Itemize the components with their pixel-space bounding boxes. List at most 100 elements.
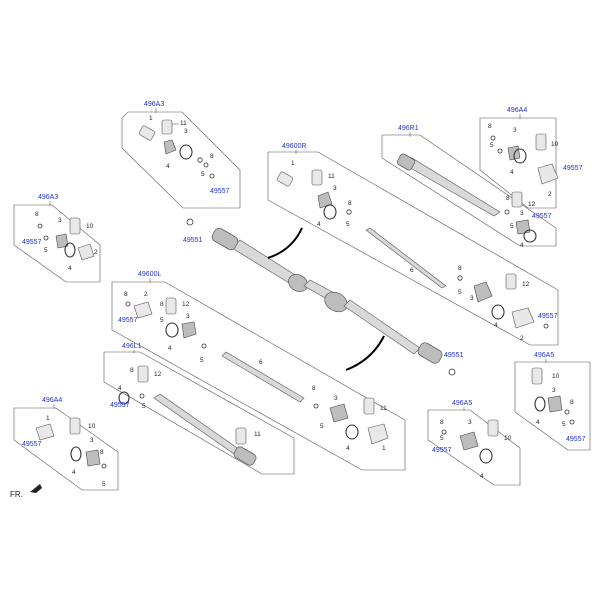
- part-number: 10: [504, 435, 512, 442]
- cv-housing-part: [547, 395, 563, 413]
- boot-part: [311, 169, 323, 186]
- ref-label: 49551: [183, 237, 203, 244]
- front-indicator: FR.: [10, 484, 42, 499]
- clip-part: [569, 419, 575, 425]
- cv-housing-part: [181, 321, 197, 339]
- clamp-ring: [523, 229, 537, 243]
- part-number: 5: [320, 423, 324, 430]
- boot-part: [363, 397, 375, 415]
- part-number: 10: [552, 373, 560, 380]
- ref-label: 49557: [110, 402, 130, 409]
- ref-label: 49557: [210, 188, 230, 195]
- clamp-ring: [491, 304, 505, 320]
- part-number: 5: [160, 317, 164, 324]
- clip-part: [490, 135, 496, 141]
- part-number: 8: [570, 399, 574, 406]
- cv-housing-part: [317, 191, 333, 209]
- ref-label: 49557: [538, 313, 558, 320]
- clip-part: [43, 235, 49, 241]
- part-number: 8: [506, 195, 510, 202]
- part-number: 6: [410, 267, 414, 274]
- part-number: 12: [528, 201, 536, 208]
- fr-label: FR.: [10, 490, 23, 499]
- cv-housing-part: [459, 431, 479, 451]
- clip-part: [504, 209, 510, 215]
- ref-label: 496A5: [452, 400, 472, 407]
- part-number: 4: [118, 385, 122, 392]
- ref-label: 496A3: [144, 101, 164, 108]
- ref-label: 49600R: [282, 143, 307, 150]
- part-number: 1: [149, 115, 153, 122]
- ref-label: 49551: [444, 352, 464, 359]
- group-496a5-bottom: 496A5 8 3 10 5 49557 4: [432, 400, 512, 480]
- clamp-ring: [479, 448, 493, 464]
- inner-joint-part: [288, 274, 308, 292]
- part-number: 4: [168, 345, 172, 352]
- clamp-ring: [534, 396, 546, 412]
- part-number: 11: [328, 173, 335, 180]
- part-number: 4: [536, 419, 540, 426]
- cv-housing-part: [163, 139, 177, 155]
- part-number: 8: [100, 449, 104, 456]
- part-number: 8: [440, 419, 444, 426]
- joint-part: [511, 307, 535, 329]
- group-assembled-shafts: 49551 49551: [183, 218, 464, 376]
- panel-496a5-bottom: [427, 409, 521, 486]
- joint-part: [276, 171, 294, 187]
- ref-label: 49600L: [138, 271, 161, 278]
- ref-label: 49557: [563, 165, 583, 172]
- clip-part: [457, 275, 463, 281]
- ref-label: 496A4: [42, 397, 62, 404]
- clamp-ring: [165, 322, 179, 338]
- part-number: 12: [522, 281, 530, 288]
- part-number: 10: [88, 423, 96, 430]
- part-number: 4: [520, 242, 524, 249]
- part-number: 8: [160, 301, 164, 308]
- part-number: 1: [46, 415, 50, 422]
- part-number: 4: [68, 265, 72, 272]
- clamp-ring: [513, 148, 527, 164]
- part-number: 2: [94, 249, 98, 256]
- joint-part: [367, 423, 389, 445]
- group-49600l: 49600L 2 8 49557 8 12 5 4 3 5 6 8 5 3 11…: [118, 271, 389, 452]
- ref-label: 496A5: [534, 352, 554, 359]
- clip-part: [203, 162, 209, 168]
- clip-part: [37, 223, 43, 229]
- shaft-part: [365, 227, 447, 289]
- clip-part: [139, 393, 145, 399]
- part-number: 8: [124, 291, 128, 298]
- part-number: 4: [72, 469, 76, 476]
- clamp-ring: [64, 242, 76, 258]
- part-number: 4: [166, 163, 170, 170]
- cv-housing-part: [329, 403, 349, 423]
- boot-part: [69, 417, 81, 435]
- boot-part: [69, 217, 81, 235]
- fr-arrow-icon: [30, 484, 42, 493]
- part-number: 5: [440, 435, 444, 442]
- part-number: 11: [254, 431, 261, 438]
- part-number: 8: [348, 200, 352, 207]
- clip-part: [313, 403, 319, 409]
- shaft-part: [221, 351, 305, 403]
- part-number: 3: [552, 387, 556, 394]
- clip-part: [346, 209, 352, 215]
- part-number: 3: [470, 295, 474, 302]
- clamp-ring: [323, 204, 337, 220]
- clip-part: [497, 148, 503, 154]
- joint-part: [35, 423, 55, 441]
- part-number: 4: [494, 322, 498, 329]
- part-number: 2: [144, 291, 148, 298]
- clip-part: [448, 368, 456, 376]
- boot-part: [165, 297, 177, 315]
- part-number: 10: [86, 223, 94, 230]
- clamp-ring: [118, 391, 130, 405]
- outer-joint-part: [396, 153, 416, 171]
- part-number: 5: [102, 481, 106, 488]
- part-number: 12: [154, 371, 162, 378]
- clip-part: [101, 463, 107, 469]
- clip-part: [209, 173, 215, 179]
- part-number: 3: [184, 128, 188, 135]
- boot-part: [235, 427, 247, 445]
- part-number: 8: [210, 153, 214, 160]
- ref-label: 49557: [22, 441, 42, 448]
